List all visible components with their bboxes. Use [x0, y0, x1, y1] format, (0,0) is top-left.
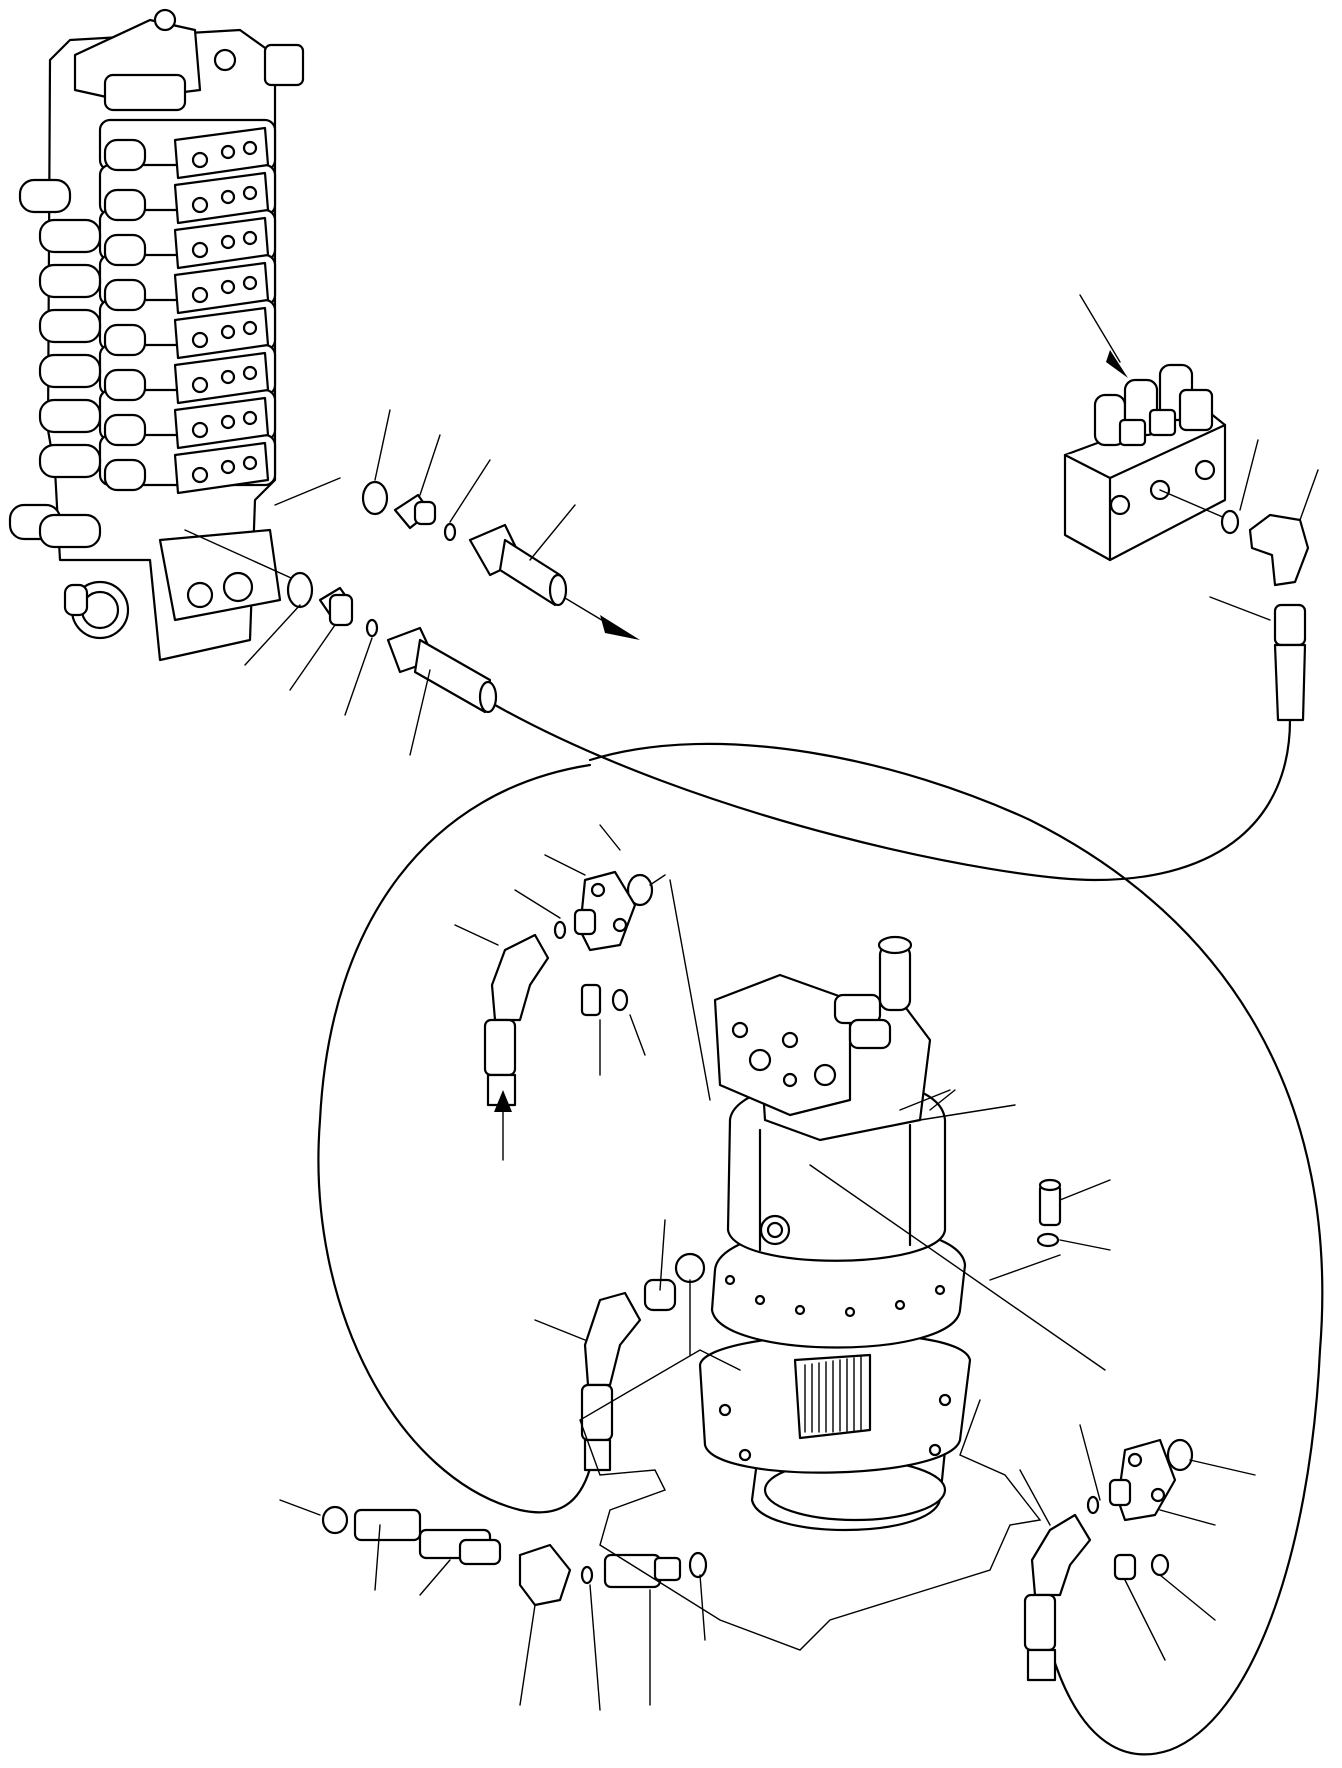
section-plates [173, 126, 270, 495]
motor-inlet-fittings [454, 824, 666, 1161]
motor-side-fittings [534, 1219, 706, 1472]
assembly-frame [579, 1349, 1042, 1651]
arrow-right-down-icon [600, 615, 640, 640]
solenoid-fittings [1159, 439, 1319, 722]
drain-fittings [1019, 1424, 1256, 1682]
arrow-up-icon [494, 1090, 512, 1112]
swing-motor-assembly [698, 935, 972, 1532]
pilot-hose [493, 703, 1292, 882]
upper-fitting-set [274, 409, 640, 640]
loop-hose [317, 763, 600, 1514]
spool-caps [8, 138, 147, 549]
bottom-hose-line [279, 1499, 708, 1711]
control-valve-assembly [8, 8, 305, 662]
lower-fitting-set [184, 529, 498, 756]
loop-hose-right [588, 742, 1324, 1756]
solenoid-valve-block [1063, 294, 1227, 562]
arrow-down-right-icon [1106, 350, 1128, 378]
mounting-bolts [1036, 1178, 1111, 1251]
pinion-teeth [804, 1356, 862, 1433]
